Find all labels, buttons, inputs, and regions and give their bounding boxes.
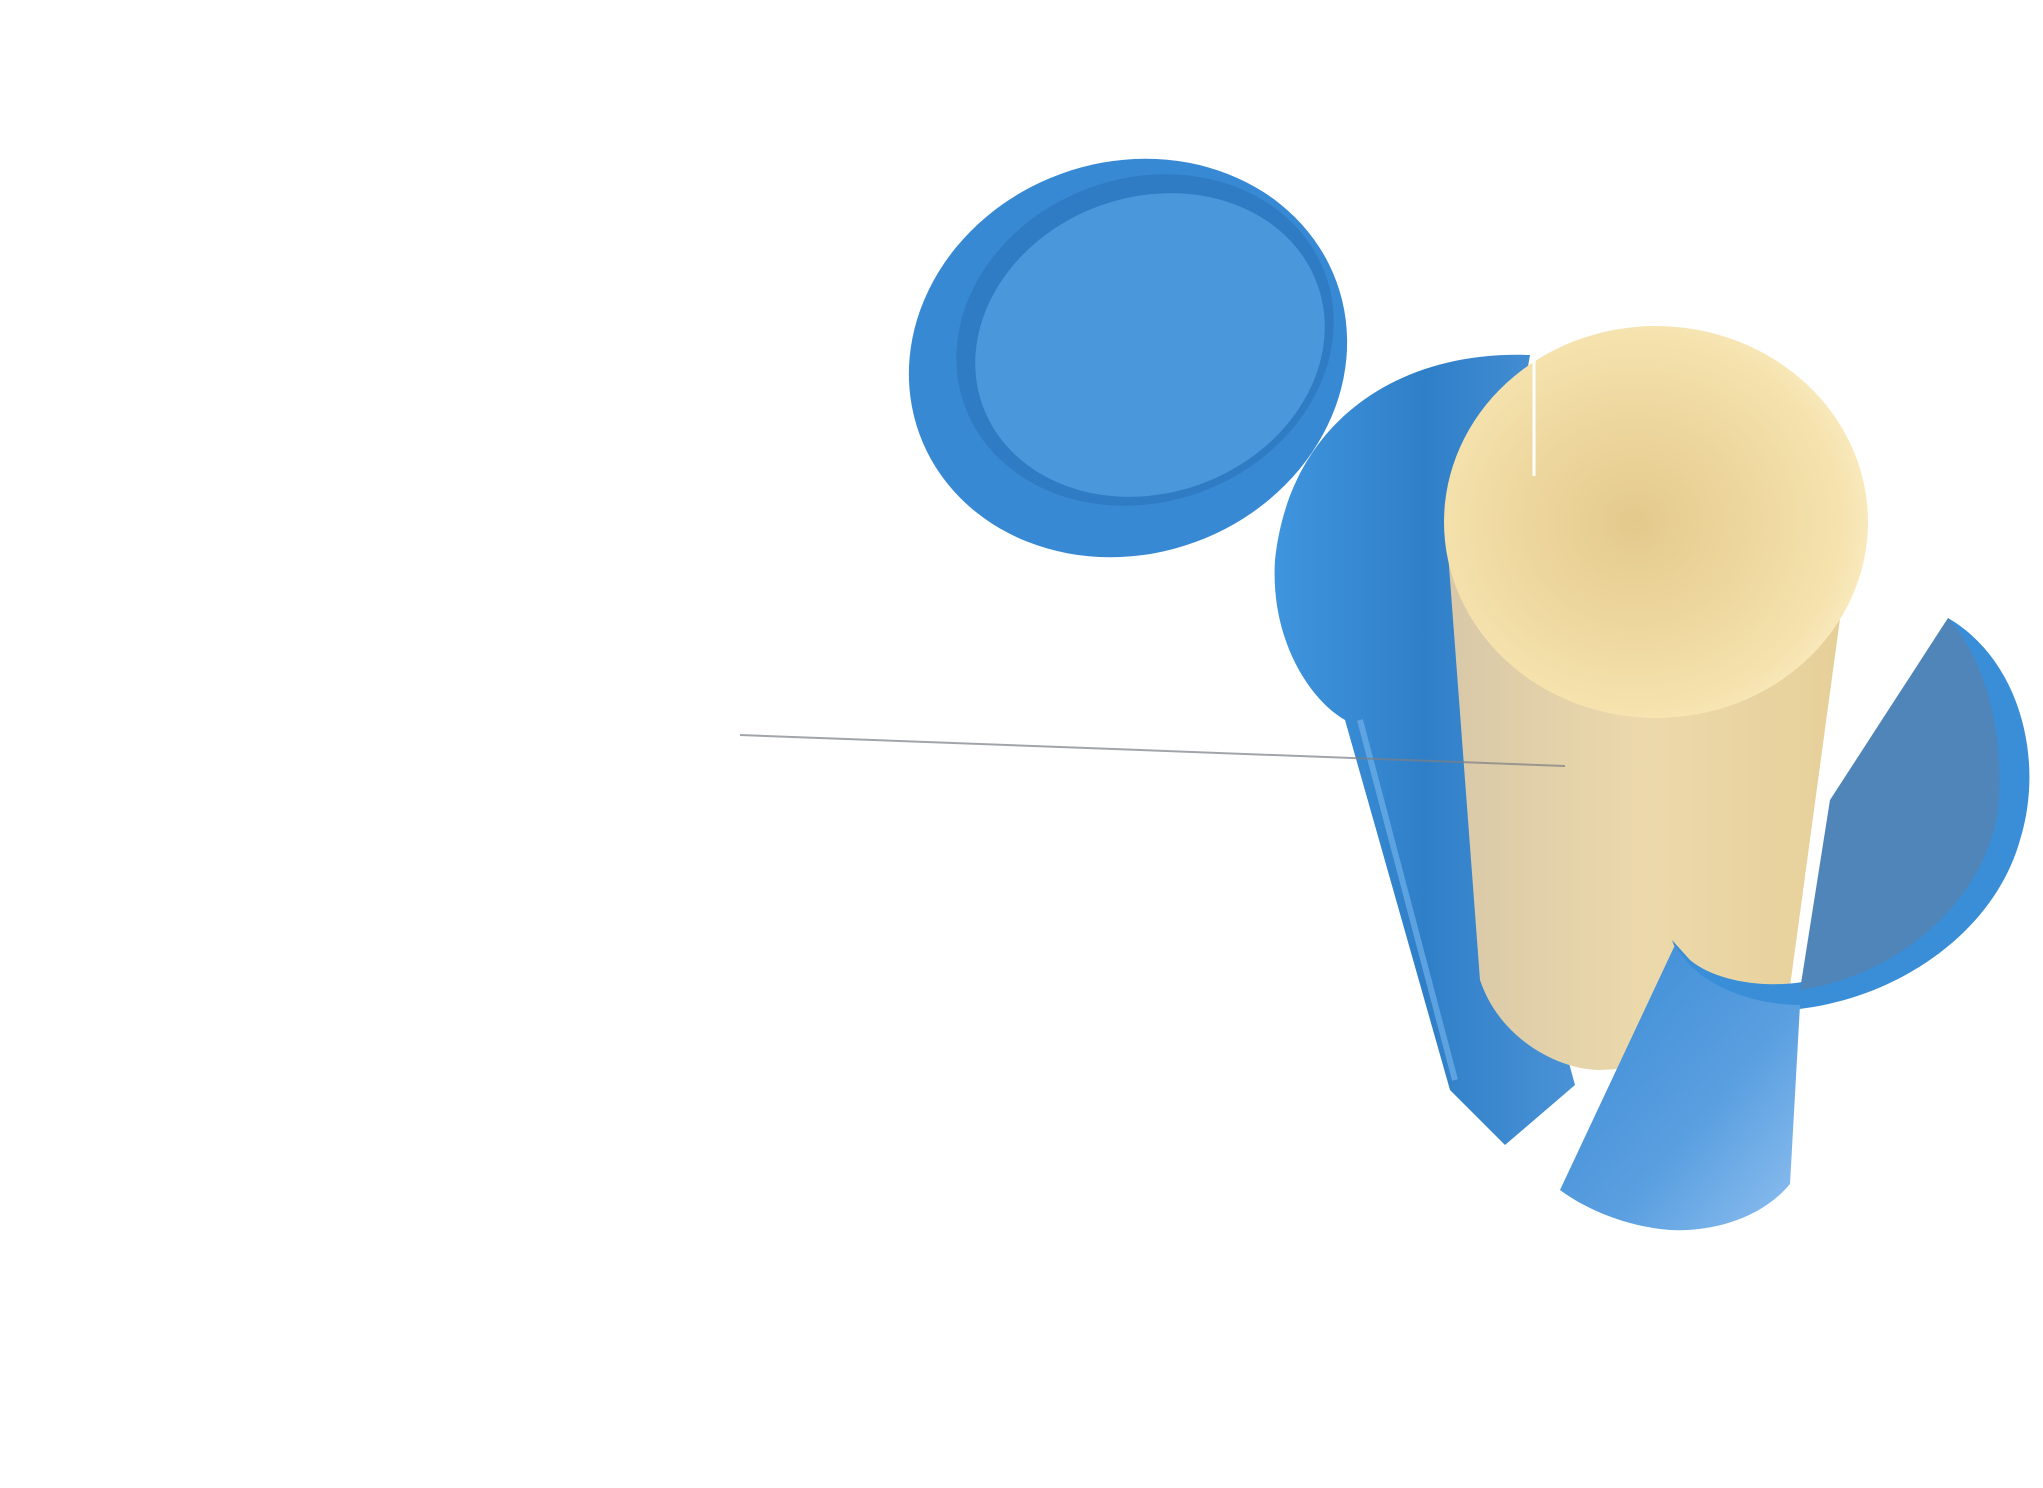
back-shell-edge-highlight	[1357, 719, 1458, 1081]
front-shell-half	[1560, 618, 2030, 1231]
lid-inner-face	[975, 193, 1325, 497]
inner-liner-cylinder	[1444, 326, 1868, 1070]
lid	[908, 158, 1348, 558]
front-shell-body	[1560, 945, 1800, 1231]
liner-top-opening	[1444, 326, 1868, 718]
leader-line	[739, 734, 1566, 767]
front-shell-inner	[1800, 618, 2000, 990]
